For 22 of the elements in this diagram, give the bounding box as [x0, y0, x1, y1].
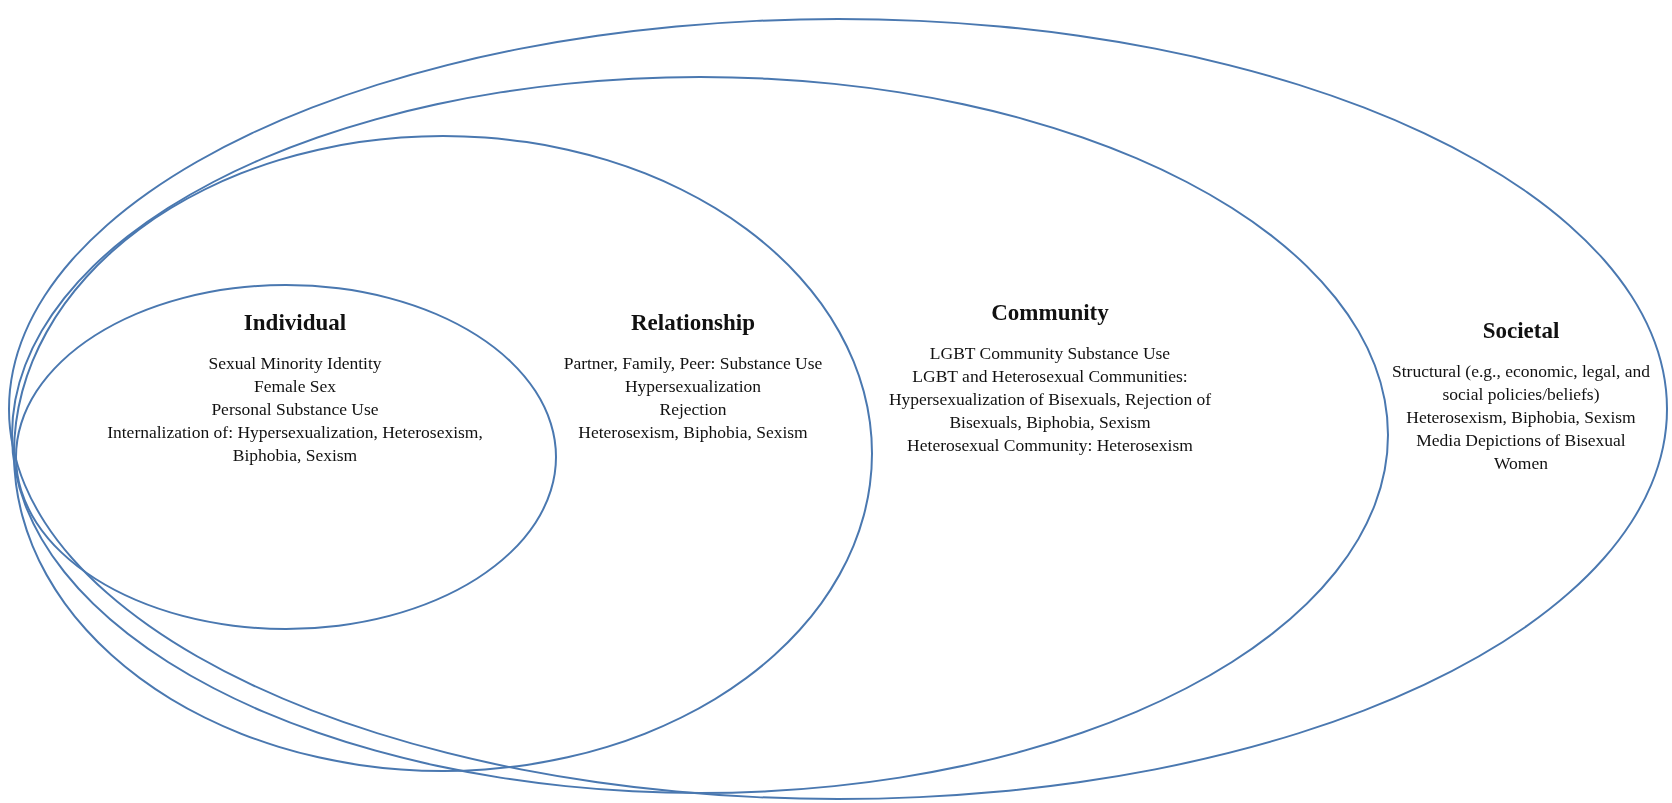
- factor-text: Hypersexualization: [623, 375, 763, 398]
- factor-text: Partner, Family, Peer: Substance Use: [562, 352, 824, 375]
- factor-text: Rejection: [658, 398, 728, 421]
- level-heading: Societal: [1481, 318, 1561, 344]
- factor-text: Sexual Minority Identity: [207, 352, 383, 375]
- factor-text: Heterosexism, Biphobia, Sexism: [577, 421, 809, 444]
- ellipse: [15, 284, 557, 630]
- ellipse: [8, 18, 1668, 800]
- ellipse: [11, 76, 1389, 794]
- level-heading: Community: [990, 300, 1110, 326]
- factor-text: Heterosexual Community: Heterosexism: [906, 434, 1194, 457]
- factor-text: Female Sex: [252, 375, 338, 398]
- factor-text: Personal Substance Use: [210, 398, 380, 421]
- factor-text: LGBT Community Substance Use: [928, 342, 1172, 365]
- factor-text: Structural (e.g., economic, legal, and social policies/beliefs): [1391, 360, 1651, 406]
- factor-text: LGBT and Heterosexual Communities: Hypersexualization of Bisexuals, Rejection of Bisexuals, Biphobia, Sexism: [887, 365, 1213, 434]
- level-heading: Individual: [242, 310, 348, 336]
- factor-text: Internalization of: Hypersexualization, Heterosexism, Biphobia, Sexism: [106, 421, 484, 467]
- factor-text: Heterosexism, Biphobia, Sexism: [1405, 406, 1637, 429]
- level-heading: Relationship: [630, 310, 756, 336]
- ellipse: [13, 135, 873, 772]
- factor-text: Media Depictions of Bisexual Women: [1415, 429, 1627, 475]
